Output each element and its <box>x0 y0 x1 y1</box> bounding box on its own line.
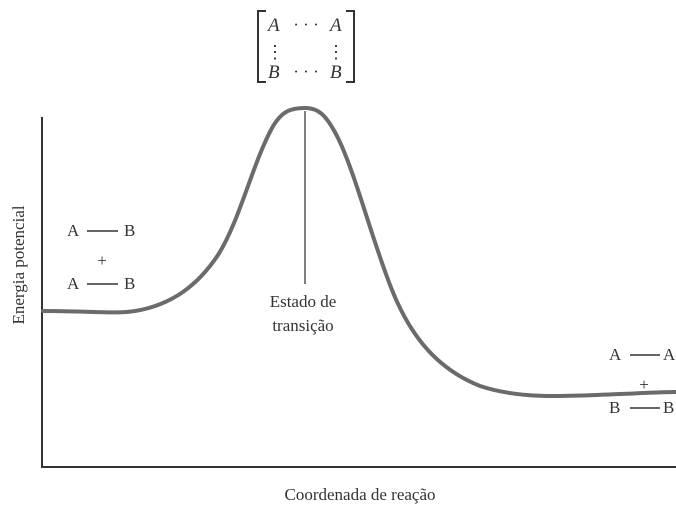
reactant-bottom-right: B <box>124 274 135 293</box>
complex-bottom-right: B <box>330 62 342 83</box>
reactant-bottom-left: A <box>67 274 80 293</box>
complex-bottom-dots: · · · <box>293 62 318 81</box>
product-top-left: A <box>609 345 622 364</box>
reactants-label: A B + A B <box>67 221 135 293</box>
transition-state-label-line2: transição <box>272 316 333 335</box>
reactant-top-right: B <box>124 221 135 240</box>
product-top-right: A <box>663 345 676 364</box>
x-axis-label: Coordenada de reação <box>284 485 435 504</box>
reactant-plus: + <box>97 251 107 270</box>
complex-bottom-left: B <box>268 62 280 83</box>
y-axis-label: Energia potencial <box>9 205 28 324</box>
right-bracket <box>346 10 355 83</box>
complex-top-left: A <box>266 15 280 36</box>
transition-state-complex: A · · · A ⋮ ⋮ B · · · B <box>257 10 355 83</box>
complex-top-right: A <box>328 15 342 36</box>
product-bottom-right: B <box>663 398 674 417</box>
complex-right-vdots: ⋮ <box>327 42 345 62</box>
reactant-top-left: A <box>67 221 80 240</box>
complex-top-dots: · · · <box>293 15 318 34</box>
products-label: A A + B B <box>609 345 676 417</box>
left-bracket <box>257 10 266 83</box>
energy-curve <box>41 105 676 399</box>
product-bottom-left: B <box>609 398 620 417</box>
product-plus: + <box>639 375 649 394</box>
complex-left-vdots: ⋮ <box>266 42 284 62</box>
transition-state-label-line1: Estado de <box>270 292 337 311</box>
